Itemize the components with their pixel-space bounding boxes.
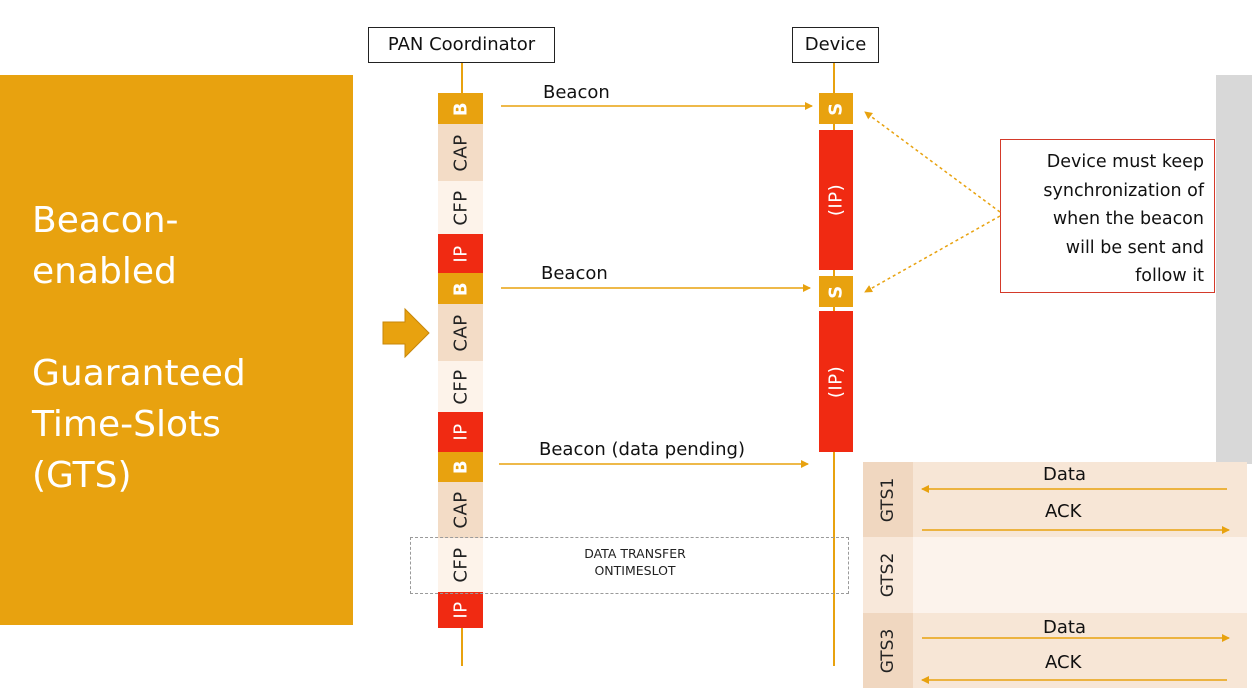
note-line: follow it — [1135, 266, 1204, 286]
title-line-enabled: enabled — [32, 251, 177, 292]
title-line-time-slots: Time-Slots — [32, 404, 221, 445]
gts2-row: GTS2 — [863, 537, 1247, 613]
ip-slot: IP — [438, 592, 483, 628]
ip-slot: IP — [438, 412, 483, 452]
title-line-gts: (GTS) — [32, 455, 132, 496]
cfp-slot: CFP — [438, 181, 483, 234]
transfer-line: DATA TRANSFER — [584, 546, 686, 561]
right-arrow-icon — [382, 307, 430, 359]
note-line: Device must keep — [1046, 152, 1204, 172]
title-line-guaranteed: Guaranteed — [32, 353, 246, 394]
gts1-cell: GTS1 — [863, 462, 913, 537]
gts3-data-label: Data — [1043, 617, 1086, 638]
gts3-row: GTS3 Data ACK — [863, 613, 1247, 688]
data-transfer-box — [410, 537, 849, 594]
ip-slot: IP — [438, 234, 483, 273]
sync-note: Device must keep synchronization of when… — [1000, 139, 1215, 293]
transfer-line: ONTIMESLOT — [594, 563, 676, 578]
beacon-slot: B — [438, 452, 483, 482]
cap-slot: CAP — [438, 304, 483, 361]
beacon-slot: B — [438, 273, 483, 304]
cfp-slot: CFP — [438, 538, 483, 592]
cap-slot: CAP — [438, 482, 483, 538]
beacon-data-pending-label: Beacon (data pending) — [539, 439, 745, 460]
device-header: Device — [792, 27, 879, 63]
beacon-slot: B — [438, 93, 483, 124]
gts3-ack-label: ACK — [1045, 652, 1082, 673]
note-line: synchronization of — [1043, 180, 1204, 201]
beacon-message-label: Beacon — [541, 263, 608, 284]
cfp-slot: CFP — [438, 361, 483, 412]
note-line: when the beacon — [1052, 209, 1204, 229]
gts3-cell: GTS3 — [863, 613, 913, 688]
beacon-message-label: Beacon — [543, 82, 610, 103]
device-inactive-period: (IP) — [819, 311, 853, 452]
right-gray-bar — [1216, 75, 1252, 464]
note-line: will be sent and — [1065, 237, 1204, 258]
gts1-ack-label: ACK — [1045, 501, 1082, 522]
coordinator-header: PAN Coordinator — [368, 27, 555, 63]
note-pointer-arrow — [864, 111, 1001, 213]
device-inactive-period: (IP) — [819, 130, 853, 270]
gts2-cell: GTS2 — [863, 537, 913, 613]
note-pointer-arrow — [864, 215, 1001, 293]
sync-slot: S — [819, 93, 853, 124]
cap-slot: CAP — [438, 124, 483, 181]
title-panel: Beacon- enabled Guaranteed Time-Slots (G… — [0, 75, 353, 625]
data-transfer-label: DATA TRANSFER ONTIMESLOT — [555, 545, 715, 579]
sync-slot: S — [819, 276, 853, 307]
gts1-row: GTS1 Data ACK — [863, 462, 1247, 537]
title-line-beacon: Beacon- — [32, 200, 179, 241]
gts1-data-label: Data — [1043, 464, 1086, 485]
